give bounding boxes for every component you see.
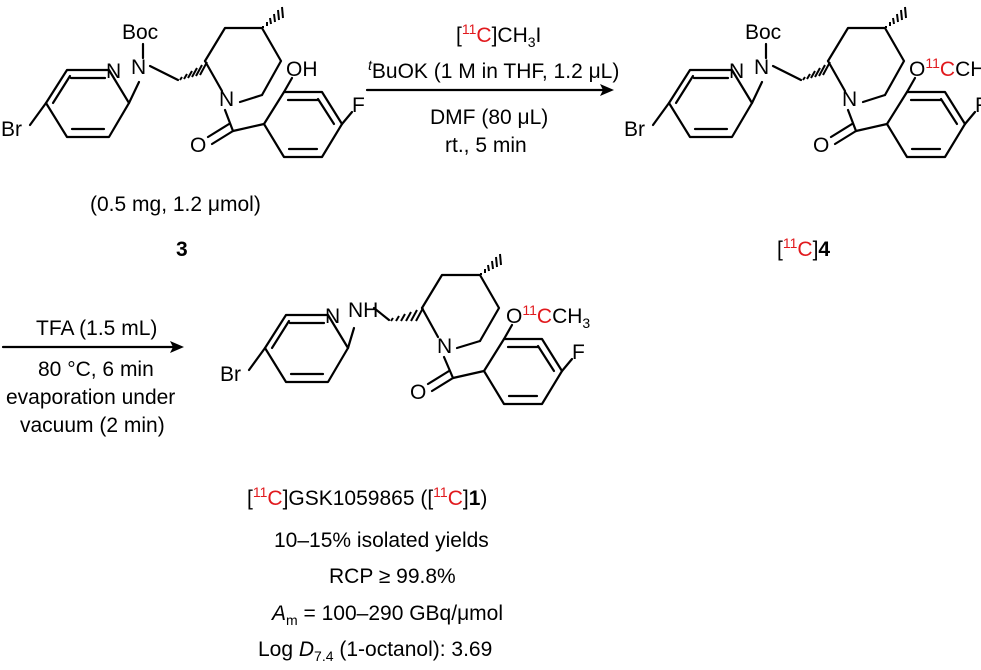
piperidine-nitrogen: N: [437, 335, 452, 358]
compound-3-amount: (0.5 mg, 1.2 μmol): [90, 193, 261, 216]
bromine-atom: Br: [624, 118, 645, 141]
product-structure: Br N NH N O F O11CCH3: [220, 253, 590, 406]
product-name: [11C]GSK1059865 ([11C]1): [247, 484, 487, 510]
step1-solvent: DMF (80 μL): [430, 106, 548, 129]
step1-reagent: [11C]CH3I: [456, 21, 541, 50]
arrowhead-1: [600, 84, 614, 96]
amine-nitrogen: N: [131, 56, 146, 79]
step2-conditions: 80 °C, 6 min: [38, 358, 154, 381]
product-rcp: RCP ≥ 99.8%: [329, 565, 456, 588]
compound-4-label: [11C]4: [777, 235, 830, 261]
fluorine-atom: F: [975, 94, 981, 117]
bromine-atom: Br: [1, 118, 22, 141]
methoxy-group: O11CCH3: [506, 302, 590, 331]
compound-3-structure: Br N N Boc N O F OH: [1, 5, 365, 159]
step2-reagent: TFA (1.5 mL): [36, 317, 157, 340]
fluorine-atom: F: [352, 94, 365, 117]
fluorine-atom: F: [572, 341, 585, 364]
arrowhead-2: [170, 341, 184, 353]
compound-4-structure: Br N N Boc N O F O11CCH3: [624, 5, 981, 159]
step1-conditions: rt., 5 min: [445, 134, 527, 157]
boc-group: Boc: [122, 21, 158, 44]
carbonyl-oxygen: O: [813, 134, 829, 157]
piperidine-nitrogen: N: [842, 88, 857, 111]
pyridine-nitrogen: N: [729, 60, 744, 83]
amine-nitrogen: N: [754, 56, 769, 79]
product-yield: 10–15% isolated yields: [274, 529, 489, 552]
methoxy-group: O11CCH3: [909, 55, 981, 84]
carbonyl-oxygen: O: [410, 381, 426, 404]
step2-workup-line1: evaporation under: [6, 386, 175, 409]
product-logd: Log D7.4 (1-octanol): 3.69: [258, 638, 492, 664]
pyridine-nitrogen: N: [106, 60, 121, 83]
compound-3-label: 3: [176, 238, 188, 261]
hydroxyl-group: OH: [286, 58, 318, 81]
carbonyl-oxygen: O: [190, 134, 206, 157]
boc-group: Boc: [745, 21, 781, 44]
bromine-atom: Br: [220, 363, 241, 386]
step1-base: tBuOK (1 M in THF, 1.2 μL): [368, 57, 619, 83]
step2-workup-line2: vacuum (2 min): [20, 414, 165, 437]
product-molar-activity: Am = 100–290 GBq/μmol: [270, 602, 503, 628]
amine-nitrogen: NH: [348, 299, 378, 322]
pyridine-nitrogen: N: [325, 305, 340, 328]
piperidine-nitrogen: N: [219, 88, 234, 111]
